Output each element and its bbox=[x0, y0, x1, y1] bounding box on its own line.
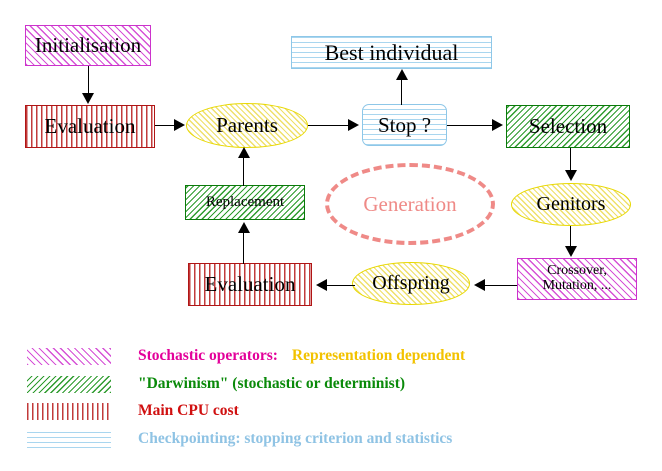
arrow-offspring-to-evaluation bbox=[327, 285, 355, 287]
node-stop-label: Stop ? bbox=[377, 112, 432, 137]
arrow-evaluation-to-parents bbox=[155, 125, 176, 127]
node-parents: Parents bbox=[186, 103, 308, 148]
legend-row-1: "Darwinism" (stochastic or determinist) bbox=[27, 375, 405, 393]
legend-label-main-cpu-cost: Main CPU cost bbox=[138, 402, 239, 419]
legend-swatch-red-hatch bbox=[27, 402, 111, 420]
arrow-stop-to-best-individual bbox=[401, 80, 403, 105]
node-best-individual: Best individual bbox=[291, 36, 492, 69]
arrowhead-initialisation-to-evaluation bbox=[82, 93, 94, 104]
legend-label-checkpointing: Checkpointing: stopping criterion and st… bbox=[138, 430, 453, 447]
arrow-evaluation-bottom-to-replacement bbox=[243, 233, 245, 264]
node-evaluation-top: Evaluation bbox=[25, 105, 155, 148]
node-generation-label: Generation bbox=[363, 191, 457, 216]
arrowhead-replacement-to-parents bbox=[238, 147, 250, 158]
arrow-selection-to-genitors bbox=[570, 148, 572, 172]
node-stop: Stop ? bbox=[362, 104, 447, 146]
legend-swatch-magenta-hatch bbox=[27, 347, 111, 365]
legend-label-representation-dependent: Representation dependent bbox=[291, 347, 466, 364]
arrowhead-crossover-to-offspring bbox=[474, 279, 485, 291]
legend-row-2: Main CPU cost bbox=[27, 402, 239, 420]
arrowhead-selection-to-genitors bbox=[565, 170, 577, 181]
node-genitors: Genitors bbox=[511, 183, 631, 226]
node-evaluation-top-label: Evaluation bbox=[44, 114, 136, 139]
arrowhead-parents-to-stop bbox=[348, 119, 359, 131]
arrowhead-stop-to-best-individual bbox=[396, 69, 408, 80]
arrowhead-genitors-to-crossover bbox=[565, 246, 577, 257]
node-crossover-mutation: Crossover, Mutation, ... bbox=[517, 258, 637, 300]
legend-row-0: Stochastic operators: Representation dep… bbox=[27, 347, 465, 365]
arrow-genitors-to-crossover bbox=[570, 226, 572, 248]
arrow-parents-to-stop bbox=[308, 125, 350, 127]
arrowhead-evaluation-to-parents bbox=[174, 119, 185, 131]
legend-label-stochastic-operators: Stochastic operators: bbox=[138, 347, 278, 364]
node-crossover-mutation-line2: Mutation, ... bbox=[542, 278, 612, 293]
legend-row-3: Checkpointing: stopping criterion and st… bbox=[27, 430, 452, 448]
node-genitors-label: Genitors bbox=[536, 193, 606, 215]
arrowhead-offspring-to-evaluation bbox=[316, 279, 327, 291]
node-best-individual-label: Best individual bbox=[324, 39, 459, 65]
arrow-stop-to-selection bbox=[447, 125, 494, 127]
node-offspring-label: Offspring bbox=[372, 272, 450, 294]
arrow-replacement-to-parents bbox=[243, 158, 245, 186]
node-initialisation: Initialisation bbox=[25, 25, 151, 66]
node-evaluation-bottom-label: Evaluation bbox=[204, 272, 296, 297]
node-generation: Generation bbox=[325, 163, 495, 245]
node-replacement-label: Replacement bbox=[205, 193, 285, 210]
node-offspring: Offspring bbox=[352, 262, 470, 305]
node-parents-label: Parents bbox=[216, 113, 278, 138]
node-initialisation-label: Initialisation bbox=[34, 33, 142, 58]
arrow-crossover-to-offspring bbox=[485, 285, 517, 287]
legend-swatch-green-hatch bbox=[27, 375, 111, 393]
node-selection-label: Selection bbox=[528, 114, 608, 139]
legend-swatch-blue-hatch bbox=[27, 430, 111, 448]
legend-label-darwinism: "Darwinism" (stochastic or determinist) bbox=[138, 375, 406, 392]
node-replacement: Replacement bbox=[185, 185, 305, 220]
arrow-initialisation-to-evaluation bbox=[88, 66, 90, 95]
arrowhead-evaluation-bottom-to-replacement bbox=[238, 222, 250, 233]
node-selection: Selection bbox=[506, 105, 630, 148]
node-evaluation-bottom: Evaluation bbox=[188, 263, 312, 306]
arrowhead-stop-to-selection bbox=[492, 119, 503, 131]
node-crossover-mutation-line1: Crossover, bbox=[547, 263, 607, 279]
